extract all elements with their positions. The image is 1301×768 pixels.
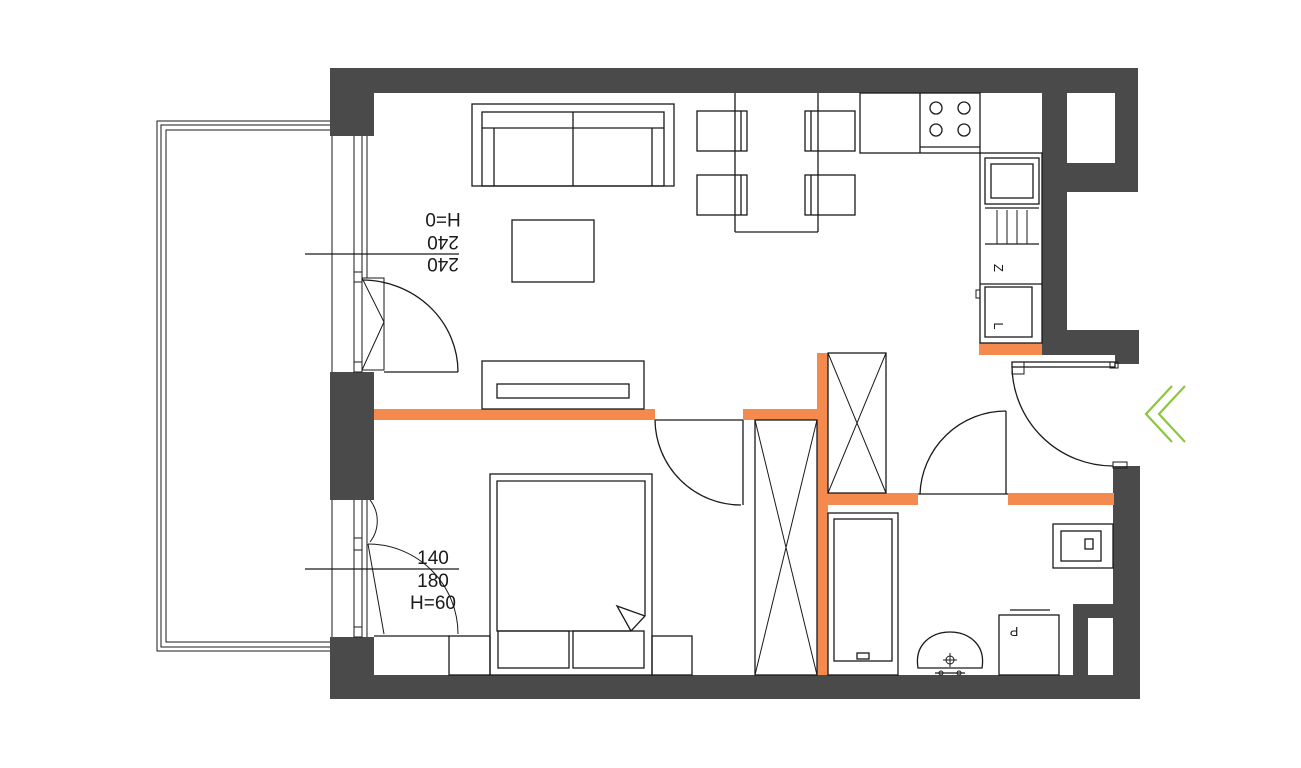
upper-window-sill: H=0 bbox=[425, 208, 460, 229]
lower-window-width: 140 bbox=[417, 548, 449, 569]
exterior-walls bbox=[330, 68, 1140, 699]
upper-window bbox=[305, 136, 459, 373]
dining-table bbox=[734, 93, 819, 233]
bedroom-wardrobe bbox=[754, 419, 818, 676]
dining-chair bbox=[804, 174, 856, 216]
dishwasher: L bbox=[975, 286, 1033, 338]
balcony-door bbox=[361, 277, 459, 373]
bathroom-door bbox=[918, 410, 1008, 495]
upper-window-width: 240 bbox=[427, 253, 459, 274]
hall-wardrobe bbox=[827, 352, 887, 494]
dining-chair bbox=[696, 110, 748, 152]
lower-window-height: 180 bbox=[417, 571, 449, 592]
upper-window-height: 240 bbox=[427, 231, 459, 252]
bedroom-door bbox=[654, 419, 744, 506]
kitchen-counter bbox=[859, 92, 1043, 344]
dishwasher-label: L bbox=[991, 322, 1006, 329]
coffee-table bbox=[511, 219, 595, 283]
entrance-door bbox=[1011, 361, 1128, 469]
fridge-label: Z bbox=[991, 264, 1006, 272]
balcony bbox=[156, 120, 333, 652]
lower-window-sill: H=60 bbox=[410, 593, 456, 614]
kitchen-sink bbox=[984, 157, 1040, 245]
washbasin bbox=[916, 631, 984, 676]
bed bbox=[489, 473, 653, 676]
boiler bbox=[1052, 523, 1114, 569]
upper-window-dimensions: 240 240 H=0 bbox=[425, 208, 460, 274]
fridge: Z bbox=[980, 264, 1042, 285]
cooktop bbox=[929, 101, 971, 137]
bathtub bbox=[827, 512, 899, 676]
lower-window: 140 180 H=60 bbox=[305, 499, 459, 638]
dining-chair bbox=[696, 174, 748, 216]
tv-cabinet bbox=[481, 360, 645, 410]
washer-label: P bbox=[1010, 624, 1019, 639]
nightstand bbox=[651, 635, 693, 676]
partition-walls bbox=[374, 343, 1114, 675]
nightstand bbox=[448, 635, 491, 676]
double-chevron-left-icon bbox=[1144, 385, 1186, 443]
sofa bbox=[471, 103, 675, 187]
washing-machine: P bbox=[998, 609, 1060, 676]
dining-chair bbox=[804, 110, 856, 152]
